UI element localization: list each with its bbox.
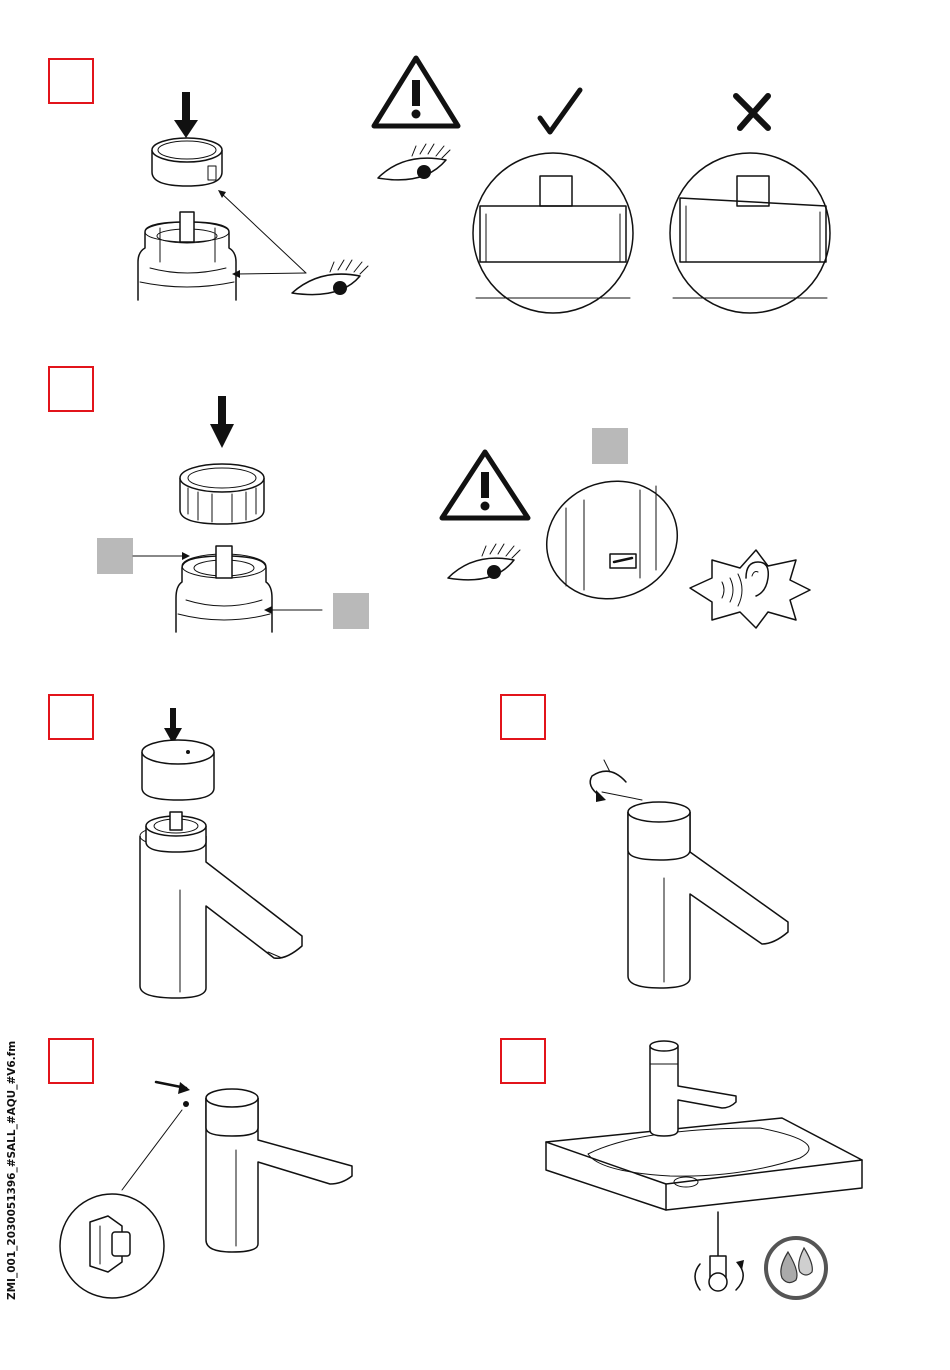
faucet-body <box>628 802 788 988</box>
detail-click <box>531 464 692 615</box>
eye-icon <box>448 544 520 580</box>
cartridge-body <box>176 546 272 632</box>
cartridge-top <box>146 812 206 852</box>
step-5-illustration <box>60 1082 352 1298</box>
step-6-illustration <box>546 1041 862 1298</box>
cartridge-body <box>138 212 236 300</box>
faucet-body <box>206 1089 352 1252</box>
water-drops-icon <box>766 1238 826 1298</box>
step-3-illustration <box>140 708 302 998</box>
locking-ring <box>180 464 264 524</box>
step-2-illustration <box>133 396 810 632</box>
eye-icon <box>378 144 450 180</box>
warning-triangle-icon <box>442 452 528 518</box>
magnifier-circle-icon <box>60 1194 164 1298</box>
step-4-illustration <box>590 760 788 988</box>
down-arrow-icon <box>210 396 234 448</box>
retaining-ring <box>152 138 222 186</box>
push-arrow-icon <box>156 1082 190 1094</box>
cross-icon <box>736 96 768 128</box>
warning-triangle-icon <box>374 58 458 126</box>
faucet-body <box>650 1041 736 1136</box>
down-arrow-icon <box>174 92 198 138</box>
down-arrow-icon <box>164 708 182 744</box>
angle-valve <box>709 1212 727 1291</box>
washbasin <box>546 1118 862 1210</box>
detail-correct <box>473 153 633 313</box>
step-1-illustration <box>138 58 830 313</box>
handle-cap <box>142 740 214 800</box>
check-icon <box>540 90 580 132</box>
ear-sound-icon <box>690 550 810 628</box>
detail-wrong <box>670 153 830 313</box>
eye-icon <box>292 260 368 295</box>
